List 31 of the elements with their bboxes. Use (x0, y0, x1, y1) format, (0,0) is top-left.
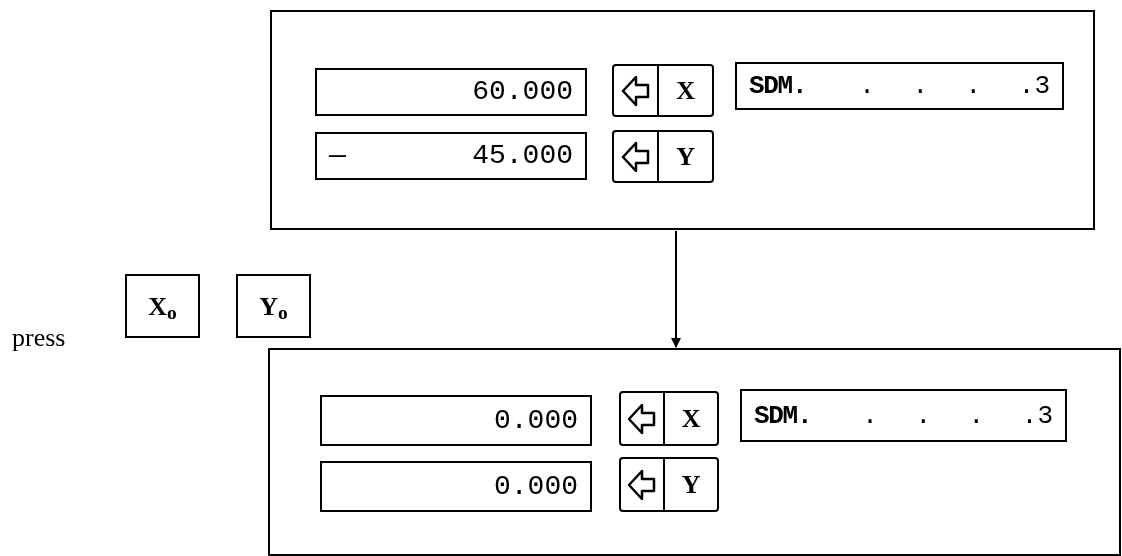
display-panel (270, 10, 1095, 230)
axis-letter: Y (676, 141, 695, 173)
status-text: SDM. (749, 73, 807, 99)
readout-display (315, 68, 587, 116)
zero-key (236, 274, 311, 338)
instruction-text: press (12, 322, 66, 354)
status-text: . . . .3 (859, 73, 1050, 99)
axis-key (619, 457, 719, 512)
arrow (671, 230, 681, 348)
axis-letter: Y (681, 469, 701, 501)
key-label: Y$_{o}$ (259, 290, 288, 326)
status-text: SDM. (754, 402, 812, 429)
readout-value: 0.000 (494, 406, 578, 435)
status-text: . . . .3 (862, 402, 1053, 429)
key-label: X$_{o}$ (148, 290, 177, 326)
status-display (735, 62, 1064, 110)
axis-key (612, 130, 714, 183)
axis-key (619, 391, 719, 446)
status-display (740, 389, 1067, 442)
readout-display (315, 132, 587, 180)
readout-value: 60.000 (472, 78, 573, 106)
axis-letter: X (681, 403, 701, 435)
readout-value: 0.000 (494, 472, 578, 501)
axis-key (612, 64, 714, 117)
readout-display (320, 461, 592, 512)
axis-letter: X (676, 75, 695, 107)
display-panel (268, 348, 1121, 556)
sign: — (329, 142, 346, 170)
readout-value: 45.000 (472, 142, 573, 170)
zero-key (125, 274, 200, 338)
readout-display (320, 395, 592, 446)
